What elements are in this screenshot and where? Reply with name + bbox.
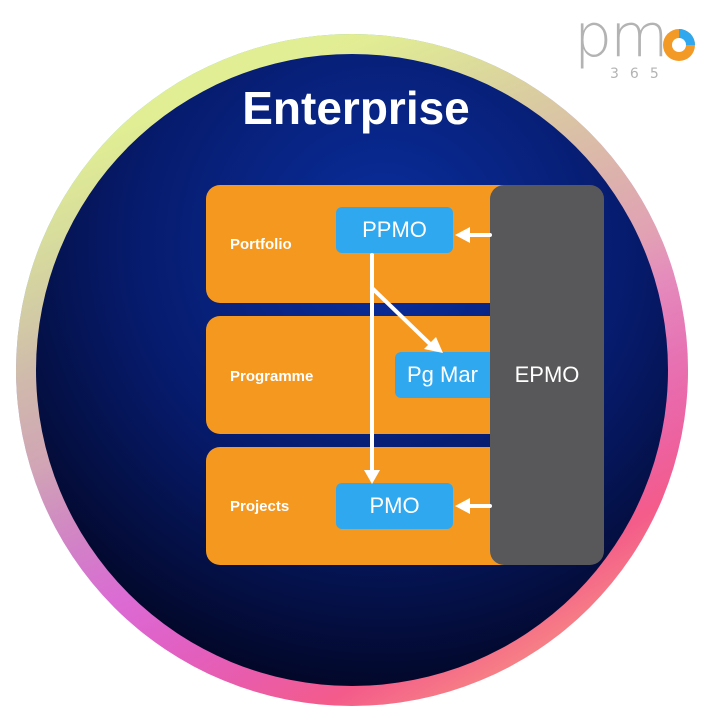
logo-ring-icon [663, 29, 695, 61]
logo-subtext: 365 [610, 66, 670, 82]
pmo-node: PMO [336, 483, 453, 529]
programme-label: Programme [230, 368, 314, 385]
pg-mar-node: Pg Mar [395, 352, 491, 398]
pmo365-logo: pm 365 [566, 6, 706, 84]
pg-node-clip: Pg Mar [395, 352, 491, 398]
ppmo-node: PPMO [336, 207, 453, 253]
logo-text: pm [574, 1, 669, 71]
epmo-bar: EPMO [490, 185, 604, 565]
diagram-title: Enterprise [242, 82, 470, 134]
projects-label: Projects [230, 498, 290, 515]
portfolio-label: Portfolio [230, 236, 292, 253]
